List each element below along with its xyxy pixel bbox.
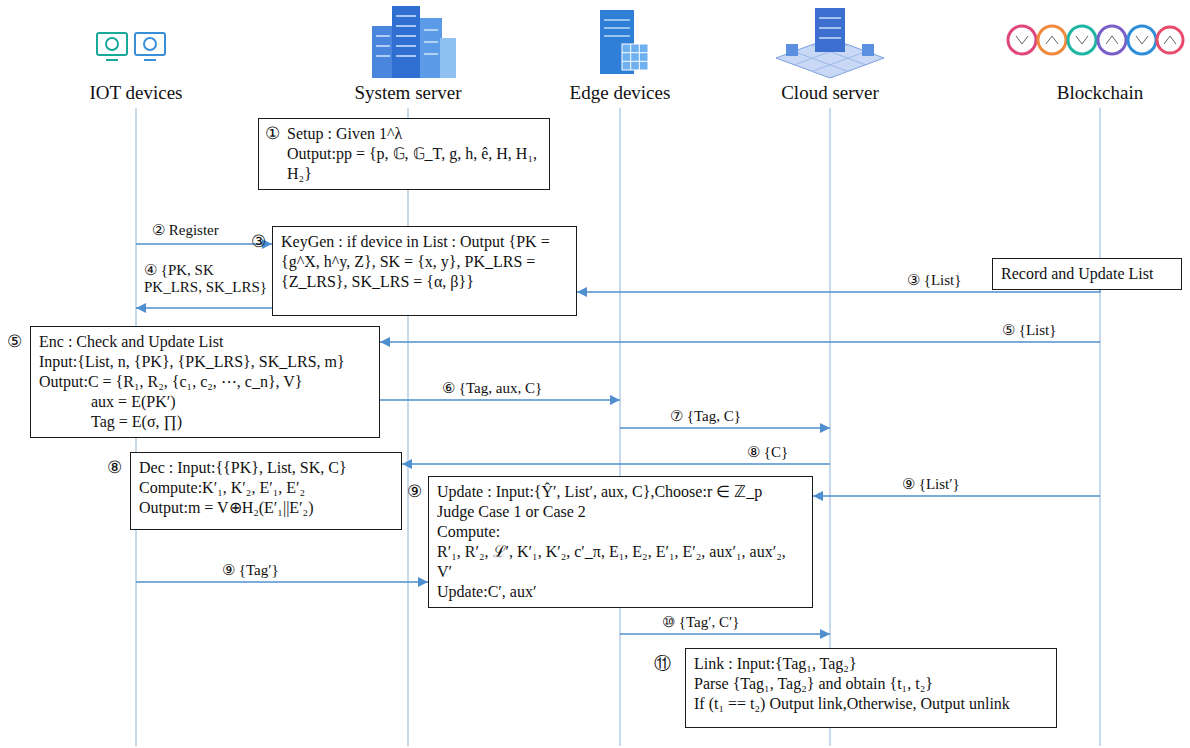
box-text: Compute: bbox=[437, 522, 804, 542]
box-text: Dec : Input:{{PK}, List, SK, C} bbox=[139, 458, 393, 478]
message-arrow bbox=[402, 463, 830, 464]
globe-icon bbox=[144, 38, 156, 50]
server-tower bbox=[440, 38, 456, 78]
message-arrow bbox=[136, 307, 272, 308]
actor-label: Cloud server bbox=[760, 82, 900, 105]
actor-label: Blockchain bbox=[1030, 82, 1170, 105]
process-box: ① Setup : Given 1^λOutput:pp = {p, 𝔾, 𝔾_T… bbox=[258, 118, 550, 190]
message-label: ④ {PK, SK PK_LRS, SK_LRS} bbox=[142, 262, 270, 297]
message-label: ⑨ {Tag′} bbox=[220, 562, 281, 579]
message-arrow bbox=[620, 427, 830, 428]
step-number: ⑧ bbox=[107, 457, 122, 478]
actor-label: IOT devices bbox=[66, 82, 206, 105]
message-label: ⑥ {Tag, aux, C} bbox=[440, 380, 544, 397]
message-label: ② Register bbox=[150, 222, 221, 239]
server-icon bbox=[372, 6, 456, 78]
message-arrow bbox=[577, 290, 1100, 292]
box-text: R′₁, R′₂, ℒ′, K′₁, K′₂, c′_π, E₁, E₂, E′… bbox=[437, 542, 804, 582]
cube-icon bbox=[622, 44, 648, 70]
message-arrow bbox=[813, 495, 1100, 496]
device-slots bbox=[604, 20, 630, 36]
server-tower bbox=[392, 6, 420, 78]
step-number: ⑤ bbox=[7, 331, 22, 352]
box-text: Tag = E(σ, ∏) bbox=[91, 412, 371, 432]
box-text: If (t₁ == t₂) Output link,Otherwise, Out… bbox=[694, 694, 1048, 714]
chain-links bbox=[1016, 36, 1176, 44]
small-node bbox=[786, 44, 798, 56]
box-text: aux = E(PK′) bbox=[91, 392, 371, 412]
box-text: Enc : Check and Update List bbox=[39, 332, 371, 352]
lifeline bbox=[408, 108, 409, 746]
box-text: Setup : Given 1^λ bbox=[287, 124, 541, 144]
box-text: Compute:K′₁, K′₂, E′₁, E′₂ bbox=[139, 478, 393, 498]
box-text: KeyGen : if device in List : Output {PK … bbox=[281, 232, 568, 292]
server-slots bbox=[376, 16, 438, 56]
small-node bbox=[862, 44, 874, 56]
message-label: ⑩ {Tag′, C′} bbox=[660, 614, 742, 631]
process-box: ③KeyGen : if device in List : Output {PK… bbox=[272, 226, 577, 316]
box-text: Judge Case 1 or Case 2 bbox=[437, 502, 804, 522]
note-box: Record and Update List bbox=[992, 258, 1182, 290]
server-slots bbox=[819, 18, 841, 38]
lifeline bbox=[620, 108, 621, 746]
monitor-icon bbox=[135, 33, 165, 55]
monitor-stand bbox=[106, 59, 118, 61]
box-text: Record and Update List bbox=[1001, 264, 1173, 284]
step-number: ③ bbox=[251, 231, 266, 252]
message-arrow bbox=[136, 581, 428, 582]
message-label: ⑦ {Tag, C} bbox=[668, 408, 743, 425]
actor-name: Edge devices bbox=[550, 82, 690, 105]
lifeline bbox=[1100, 108, 1101, 746]
cloud-icon bbox=[776, 8, 884, 78]
step-number: ⑪ bbox=[654, 653, 671, 674]
actor-name: Cloud server bbox=[760, 82, 900, 105]
message-arrow bbox=[380, 399, 620, 400]
box-text: Output:C = {R₁, R₂, {c₁, c₂, ⋯, c_n}, V} bbox=[39, 372, 371, 392]
iot-icon bbox=[97, 33, 165, 60]
monitor-stand bbox=[144, 59, 156, 61]
box-text: Input:{List, n, {PK}, {PK_LRS}, SK_LRS, … bbox=[39, 352, 371, 372]
message-label: ⑧ {C} bbox=[745, 444, 790, 461]
chain-ring bbox=[1038, 26, 1066, 54]
message-label: ⑨ {List′} bbox=[900, 476, 962, 493]
server-tower bbox=[372, 26, 394, 78]
chain-ring bbox=[1008, 26, 1036, 54]
actor-name: System server bbox=[338, 82, 478, 105]
process-box: ⑪Link : Input:{Tag₁, Tag₂}Parse {Tag₁, T… bbox=[685, 648, 1057, 728]
globe-icon bbox=[106, 38, 118, 50]
message-label: ③ {List} bbox=[905, 272, 963, 289]
actor-label: System server bbox=[338, 82, 478, 105]
edge-icon bbox=[600, 10, 648, 74]
message-arrow bbox=[380, 341, 1100, 342]
monitor-icon bbox=[97, 33, 127, 55]
actor-name: IOT devices bbox=[66, 82, 206, 105]
process-box: ⑨Update : Input:{Ŷ′, List′, aux, C},Choo… bbox=[428, 476, 813, 608]
box-text: Output:m = V⊕H₂(E′₁||E′₂) bbox=[139, 498, 393, 518]
process-box: ⑧Dec : Input:{{PK}, List, SK, C}Compute:… bbox=[130, 452, 402, 530]
step-number: ⑨ bbox=[407, 481, 422, 502]
box-text: Update : Input:{Ŷ′, List′, aux, C},Choos… bbox=[437, 482, 804, 502]
chain-ring bbox=[1068, 26, 1096, 54]
message-arrow bbox=[620, 633, 830, 634]
chain-ring bbox=[1098, 26, 1126, 54]
process-box: ⑤Enc : Check and Update ListInput:{List,… bbox=[30, 326, 380, 438]
step-number: ① bbox=[265, 123, 280, 144]
actor-label: Edge devices bbox=[550, 82, 690, 105]
chain-ring bbox=[1128, 26, 1156, 54]
box-text: Update:C′, aux′ bbox=[437, 582, 804, 602]
message-label: ⑤ {List} bbox=[1000, 322, 1058, 339]
box-text: Parse {Tag₁, Tag₂} and obtain {t₁, t₂} bbox=[694, 674, 1048, 694]
blockchain-icon bbox=[1008, 26, 1183, 54]
cloud-server-box bbox=[815, 8, 845, 52]
chain-ring bbox=[1157, 27, 1183, 53]
cube-grid bbox=[622, 44, 648, 70]
server-tower bbox=[420, 18, 442, 78]
box-text: Link : Input:{Tag₁, Tag₂} bbox=[694, 654, 1048, 674]
actor-name: Blockchain bbox=[1030, 82, 1170, 105]
box-text: Output:pp = {p, 𝔾, 𝔾_T, g, h, ê, H, H₁, … bbox=[287, 144, 541, 184]
